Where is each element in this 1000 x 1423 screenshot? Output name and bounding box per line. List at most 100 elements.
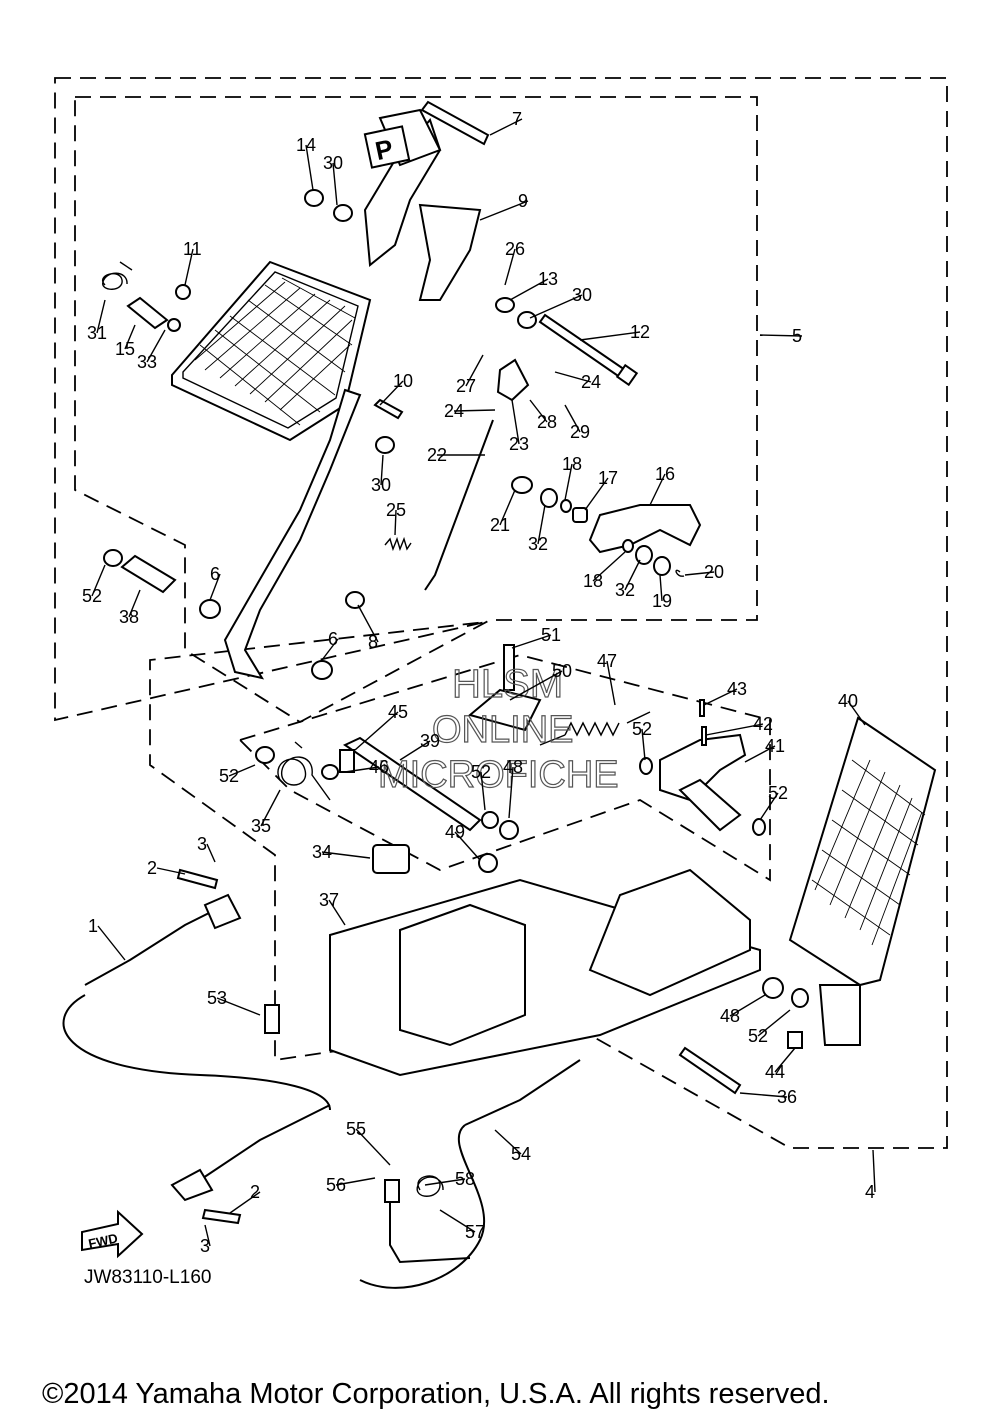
callout-26: 26 (505, 239, 525, 259)
callout-31: 31 (87, 323, 107, 343)
washer-18a (560, 499, 572, 513)
spring-35 (277, 741, 331, 801)
callout-32: 32 (528, 534, 548, 554)
callout-24: 24 (444, 401, 464, 421)
leader-line-24 (554, 371, 592, 383)
bolt-36 (678, 1046, 742, 1095)
leader-line-24 (453, 409, 496, 412)
callout-23: 23 (509, 434, 529, 454)
washer-32a (540, 488, 558, 508)
ring-52e (752, 818, 766, 836)
callout-29: 29 (570, 422, 590, 442)
pin-42 (701, 726, 707, 746)
leader-line-15 (124, 324, 136, 350)
leader-line-55 (355, 1128, 391, 1166)
callout-28: 28 (537, 412, 557, 432)
leader-line-18 (564, 463, 573, 501)
leader-line-43 (703, 688, 738, 706)
callout-20: 20 (704, 562, 724, 582)
leader-line-37 (328, 899, 346, 926)
callout-49: 49 (445, 822, 465, 842)
callout-33: 33 (137, 352, 157, 372)
callout-22: 22 (427, 445, 447, 465)
leader-line-14 (305, 144, 314, 191)
leader-line-41 (744, 745, 776, 763)
leader-line-58 (424, 1178, 466, 1186)
callout-43: 43 (727, 679, 747, 699)
callout-5: 5 (792, 326, 802, 346)
bushing-8 (345, 591, 365, 609)
collar-30b (333, 204, 353, 222)
callout-51: 51 (541, 625, 561, 645)
leader-line-47 (606, 660, 616, 706)
spring-21 (511, 476, 533, 494)
bolt-44 (787, 1031, 803, 1049)
leader-line-29 (564, 404, 581, 433)
callout-56: 56 (326, 1175, 346, 1195)
leader-line-25 (394, 509, 397, 536)
leader-line-50 (509, 670, 563, 701)
leader-line-39 (399, 740, 431, 761)
ring-52f (791, 988, 809, 1008)
callout-6: 6 (328, 629, 338, 649)
callout-39: 39 (420, 731, 440, 751)
leader-line-31 (96, 299, 106, 334)
collar-15 (126, 296, 169, 330)
callout-36: 36 (777, 1087, 797, 1107)
washer-18b (622, 539, 634, 553)
fwd-arrow-icon (81, 1209, 144, 1259)
callout-57: 57 (465, 1222, 485, 1242)
pin-2a (176, 868, 219, 890)
leader-line-8 (357, 604, 379, 643)
callout-52: 52 (748, 1026, 768, 1046)
leader-line-52 (641, 728, 646, 761)
rod-22 (424, 419, 494, 591)
callout-30: 30 (572, 285, 592, 305)
callout-50: 50 (552, 661, 572, 681)
ring-52d (639, 757, 653, 775)
callout-15: 15 (115, 339, 135, 359)
brake-pedal-arm (223, 388, 362, 680)
leader-line-30 (529, 294, 583, 319)
cable-1 (84, 904, 226, 986)
inner-assembly-boundary (238, 654, 771, 882)
callout-25: 25 (386, 500, 406, 520)
callout-8: 8 (368, 632, 378, 652)
callout-18: 18 (562, 454, 582, 474)
bushing-49 (478, 853, 498, 873)
callout-2: 2 (147, 858, 157, 878)
collar-17 (572, 507, 588, 523)
leader-line-6 (321, 638, 339, 661)
leader-line-38 (128, 589, 141, 618)
callout-52: 52 (82, 586, 102, 606)
callout-9: 9 (518, 191, 528, 211)
callout-3: 3 (197, 834, 207, 854)
bushing-6b (311, 660, 333, 680)
leader-line-17 (584, 477, 609, 511)
leader-line-36 (739, 1092, 788, 1098)
leader-line-34 (321, 851, 371, 859)
callout-6: 6 (210, 564, 220, 584)
leader-line-20 (684, 571, 715, 576)
callout-18: 18 (583, 571, 603, 591)
callout-35: 35 (251, 816, 271, 836)
parking-brake-lever (363, 108, 482, 301)
callout-3: 3 (200, 1236, 210, 1256)
callout-52: 52 (219, 766, 239, 786)
leader-line-11 (184, 248, 194, 286)
callout-52: 52 (768, 783, 788, 803)
cable-1-lower-end (199, 1104, 331, 1181)
collar-13 (495, 297, 515, 313)
callout-52: 52 (632, 719, 652, 739)
leader-line-52 (480, 771, 486, 811)
callout-46: 46 (369, 757, 389, 777)
leader-line-48 (508, 766, 514, 819)
leader-line-3 (204, 1224, 211, 1247)
bolt-10 (373, 398, 404, 420)
leader-line-53 (216, 997, 261, 1016)
leader-line-9 (479, 200, 529, 221)
leader-line-45 (354, 711, 399, 751)
accelerator-bracket (588, 868, 751, 997)
callout-7: 7 (512, 109, 522, 129)
callout-48: 48 (720, 1006, 740, 1026)
